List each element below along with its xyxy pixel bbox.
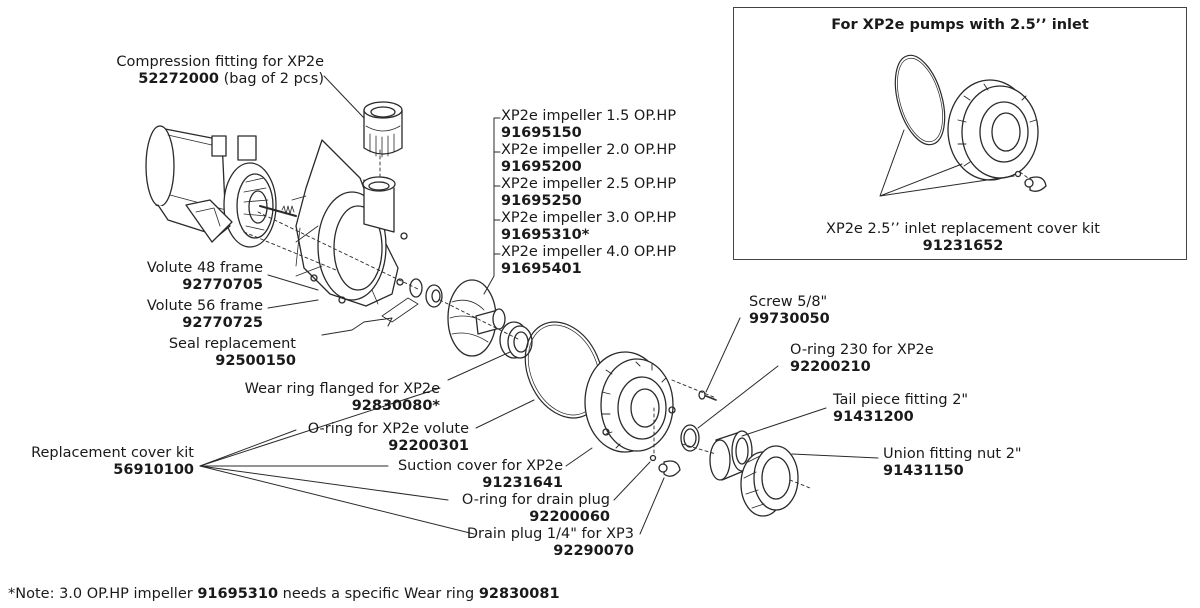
inlet-kit-box: For XP2e pumps with 2.5’’ inlet	[733, 7, 1187, 260]
footnote: *Note: 3.0 OP.HP impeller 91695310 needs…	[8, 586, 560, 602]
replacement-cover-kit-label: Replacement cover kit 56910100	[8, 445, 194, 479]
footnote-prefix: *Note: 3.0 OP.HP impeller	[8, 586, 198, 602]
impeller-part: 91695200	[501, 159, 582, 175]
cover-kit-name: Replacement cover kit	[31, 445, 194, 461]
suction-cover	[584, 351, 676, 453]
oring-drain-label: O-ring for drain plug 92200060	[420, 492, 610, 526]
impeller-3-0-label: XP2e impeller 3.0 OP.HP 91695310*	[501, 210, 676, 244]
compression-fitting-note: (bag of 2 pcs)	[219, 71, 324, 87]
volute-48-label: Volute 48 frame 92770705	[60, 260, 263, 294]
impeller-part: 91695310*	[501, 227, 590, 243]
tail-piece-label: Tail piece fitting 2" 91431200	[833, 392, 968, 426]
impeller-2-0-label: XP2e impeller 2.0 OP.HP 91695200	[501, 142, 676, 176]
volute-48-name: Volute 48 frame	[146, 260, 263, 276]
inlet-kit-part: 91231652	[922, 238, 1004, 254]
impeller-4-0-label: XP2e impeller 4.0 OP.HP 91695401	[501, 244, 676, 278]
oring-230-part: 92200210	[790, 359, 871, 375]
wear-ring-name: Wear ring flanged for XP2e	[244, 381, 440, 397]
cover-kit-part: 56910100	[113, 462, 194, 478]
union-nut-name: Union fitting nut 2"	[883, 446, 1022, 462]
volute-oring	[524, 321, 604, 419]
footnote-wear-ring-part: 92830081	[478, 586, 560, 602]
drain-plug-part: 92290070	[553, 543, 634, 559]
impeller-name: XP2e impeller 4.0 OP.HP	[501, 244, 677, 260]
inlet-cover-kit-label: XP2e 2.5’’ inlet replacement cover kit 9…	[802, 221, 1124, 255]
inlet-box-title: For XP2e pumps with 2.5’’ inlet	[831, 17, 1089, 33]
impeller	[447, 279, 506, 357]
footnote-middle: needs a specific Wear ring	[278, 586, 479, 602]
seal-part: 92500150	[215, 353, 296, 369]
wear-ring-part: 92830080*	[351, 398, 440, 414]
volute-housing	[291, 139, 408, 307]
assembly-axis	[243, 149, 811, 489]
screw-label: Screw 5/8" 99730050	[749, 294, 830, 328]
screw-name: Screw 5/8"	[749, 294, 828, 310]
impeller-name: XP2e impeller 1.5 OP.HP	[501, 108, 677, 124]
union-nut-label: Union fitting nut 2" 91431150	[883, 446, 1022, 480]
impeller-name: XP2e impeller 3.0 OP.HP	[501, 210, 677, 226]
volute-56-part: 92770725	[182, 315, 263, 331]
volute-56-name: Volute 56 frame	[146, 298, 263, 314]
impeller-name: XP2e impeller 2.0 OP.HP	[501, 142, 677, 158]
impeller-2-5-label: XP2e impeller 2.5 OP.HP 91695250	[501, 176, 676, 210]
suction-cover-label: Suction cover for XP2e 91231641	[360, 458, 563, 492]
inlet-kit-parts	[894, 54, 1047, 192]
impeller-part: 91695250	[501, 193, 582, 209]
screw-part: 99730050	[749, 311, 830, 327]
compression-fitting-label: Compression fitting for XP2e 52272000 (b…	[70, 54, 324, 88]
volute-56-label: Volute 56 frame 92770725	[60, 298, 263, 332]
impeller-part: 91695150	[501, 125, 582, 141]
pump-motor	[145, 125, 297, 248]
oring-volute-part: 92200301	[388, 438, 469, 454]
union-fitting-nut	[740, 445, 799, 517]
oring-drain-part: 92200060	[529, 509, 610, 525]
drain-plug-name: Drain plug 1/4" for XP3	[466, 526, 634, 542]
volute-48-part: 92770705	[182, 277, 263, 293]
wear-ring	[499, 321, 533, 359]
oring-volute-label: O-ring for XP2e volute 92200301	[240, 421, 469, 455]
small-parts	[649, 390, 717, 477]
drain-plug-label: Drain plug 1/4" for XP3 92290070	[440, 526, 634, 560]
union-nut-part: 91431150	[883, 463, 964, 479]
inlet-kit-name: XP2e 2.5’’ inlet replacement cover kit	[826, 221, 1100, 237]
impeller-1-5-label: XP2e impeller 1.5 OP.HP 91695150	[501, 108, 676, 142]
oring-volute-name: O-ring for XP2e volute	[307, 421, 469, 437]
suction-cover-name: Suction cover for XP2e	[397, 458, 563, 474]
compression-fitting-part: 52272000	[138, 71, 220, 87]
oring-drain-name: O-ring for drain plug	[461, 492, 610, 508]
compression-fitting-name: Compression fitting for XP2e	[116, 54, 324, 70]
oring-230-label: O-ring 230 for XP2e 92200210	[790, 342, 934, 376]
impeller-name: XP2e impeller 2.5 OP.HP	[501, 176, 677, 192]
leader-lines	[199, 75, 1015, 535]
tail-piece-name: Tail piece fitting 2"	[833, 392, 969, 408]
oring-230-name: O-ring 230 for XP2e	[790, 342, 934, 358]
seal-name: Seal replacement	[168, 336, 296, 352]
seal-replacement-label: Seal replacement 92500150	[100, 336, 296, 370]
wear-ring-label: Wear ring flanged for XP2e 92830080*	[200, 381, 440, 415]
footnote-impeller-part: 91695310	[197, 586, 279, 602]
impeller-part: 91695401	[501, 261, 582, 277]
tail-piece-part: 91431200	[833, 409, 914, 425]
suction-cover-part: 91231641	[482, 475, 563, 491]
compression-fitting	[363, 101, 403, 158]
